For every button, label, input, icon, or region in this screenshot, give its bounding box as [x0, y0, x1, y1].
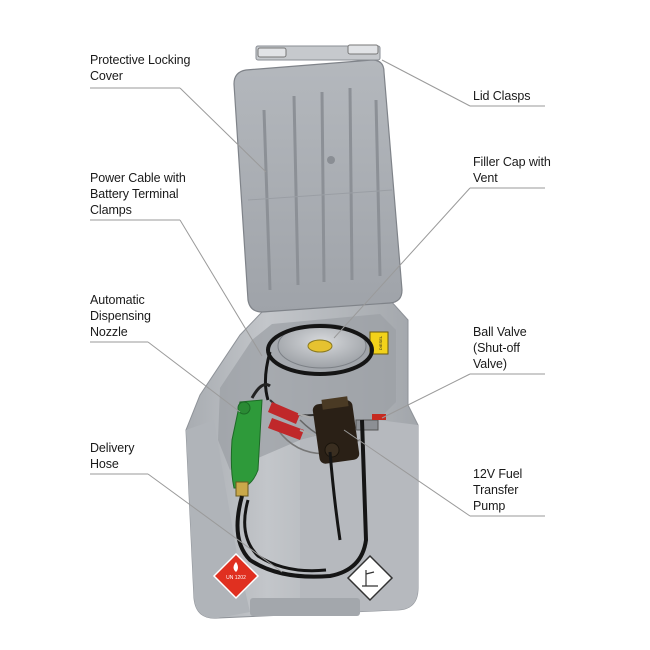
callout-ball-valve: Ball Valve (Shut-off Valve) — [473, 325, 527, 371]
callout-fuel-pump: 12V Fuel Transfer Pump — [473, 467, 523, 513]
battery-clamps — [268, 402, 315, 440]
ball-valve — [355, 414, 386, 431]
diesel-tag: DIESEL — [369, 331, 389, 355]
callout-delivery-hose: Delivery Hose — [90, 441, 135, 471]
delivery-hose — [235, 419, 369, 579]
filler-cap — [277, 323, 367, 369]
callout-protective-locking-cover: Protective Locking Cover — [90, 53, 191, 83]
protective-locking-cover-lid — [233, 45, 403, 313]
flammable-hazard-label: UN 1202 — [212, 552, 260, 600]
diesel-tag-text: DIESEL — [378, 335, 383, 350]
fuel-transfer-pump — [312, 396, 360, 464]
callout-filler-cap: Filler Cap with Vent — [473, 155, 551, 185]
environmental-hazard-label — [346, 554, 394, 602]
lid-clasps — [257, 44, 379, 58]
callout-lid-clasps: Lid Clasps — [473, 89, 531, 103]
leader-lines — [90, 59, 545, 573]
callout-power-cable: Power Cable with Battery Terminal Clamps — [90, 171, 186, 217]
dispensing-nozzle — [230, 383, 271, 497]
flammable-hazard-text: UN 1202 — [226, 575, 246, 581]
callout-dispensing-nozzle: Automatic Dispensing Nozzle — [90, 293, 151, 339]
